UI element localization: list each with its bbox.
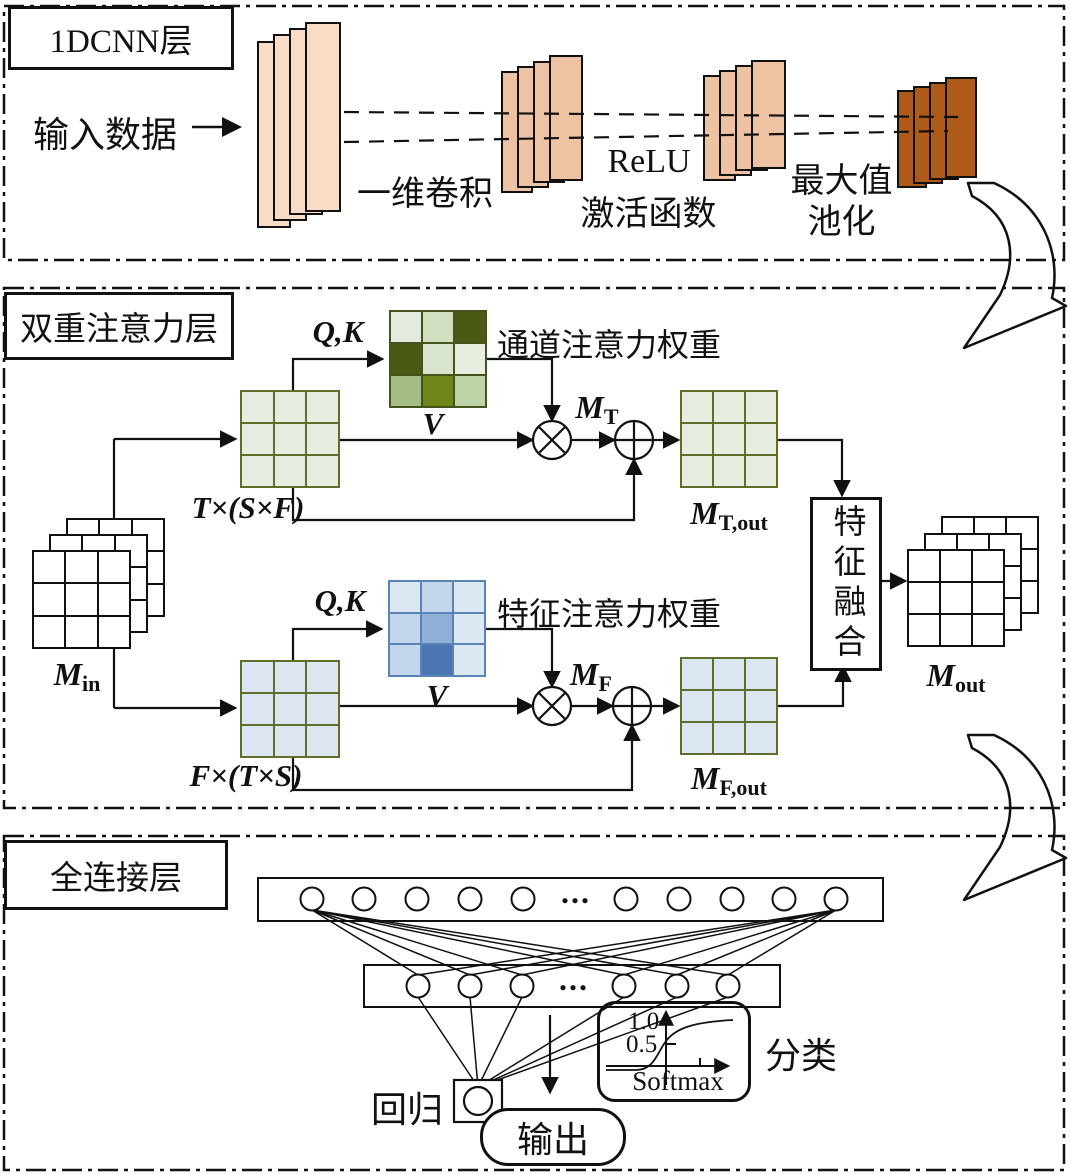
feature-fusion-label: 特征融合 xyxy=(828,504,864,664)
mf-label: MF xyxy=(560,656,622,697)
maxpool-label-line2: 池化 xyxy=(807,204,876,241)
output-label: 输出 xyxy=(516,1120,589,1160)
m-out-sub: out xyxy=(954,672,986,697)
feature-fusion-box: 特征融合 xyxy=(810,497,882,671)
qk-label-feature: Q,K xyxy=(314,583,366,618)
section-borders xyxy=(2,4,1066,1172)
fc-row2-ellipsis: ... xyxy=(559,961,589,997)
section-title-1dcnn-label: 1DCNN层 xyxy=(49,24,193,60)
feature-output-grid xyxy=(680,657,778,755)
mt-base: M xyxy=(575,389,604,425)
conv-stack-2 xyxy=(501,55,583,193)
mt-out-sub: T,out xyxy=(718,510,768,535)
conv-stack-3 xyxy=(703,60,786,181)
mf-base: M xyxy=(570,656,599,692)
maxpool-label-line1: 最大值 xyxy=(790,163,893,200)
receptive-field-dashed-lines xyxy=(343,110,959,144)
v-label-feature: V xyxy=(426,678,448,713)
softmax-name: Softmax xyxy=(632,1066,724,1096)
conv-label: 一维卷积 xyxy=(357,176,493,213)
mf-out-sub: F,out xyxy=(719,775,767,800)
output-node: 输出 xyxy=(480,1108,626,1166)
fc-neurons-row1 xyxy=(299,886,849,912)
temporal-input-grid xyxy=(240,390,340,488)
relu-label-line1: ReLU xyxy=(607,143,691,180)
section-title-1dcnn: 1DCNN层 xyxy=(8,6,234,70)
fc-connection-lines xyxy=(311,909,837,1088)
mt-sub: T xyxy=(603,404,619,429)
mf-out-base: M xyxy=(691,760,720,796)
temporal-output-grid xyxy=(680,390,778,488)
m-out-label: Mout xyxy=(908,657,1004,698)
add-operator-icon-temporal xyxy=(613,419,655,461)
section-title-fc: 全连接层 xyxy=(4,840,228,910)
softmax-tick-mid: 0.5 xyxy=(626,1031,658,1058)
m-in-base: M xyxy=(53,656,83,692)
temporal-attention-matrix xyxy=(389,310,487,408)
m-out-base: M xyxy=(926,657,955,693)
multiply-operator-icon-temporal xyxy=(531,419,573,461)
multiply-operator-icon-feature xyxy=(531,685,573,727)
mt-label: MT xyxy=(566,389,628,430)
mt-out-label: MT,out xyxy=(664,495,794,536)
mf-sub: F xyxy=(598,671,612,696)
section-title-attention-label: 双重注意力层 xyxy=(20,312,218,348)
qk-label-temporal: Q,K xyxy=(312,314,364,349)
relu-label-line2: 激活函数 xyxy=(580,196,717,233)
feature-attention-matrix xyxy=(388,580,486,677)
channel-attention-weight-label: 通道注意力权重 xyxy=(496,327,721,363)
v-label-temporal: V xyxy=(422,406,444,441)
feature-shape-label: F×(T×S) xyxy=(189,758,303,793)
add-operator-icon-feature xyxy=(611,685,653,727)
feature-input-grid xyxy=(240,660,340,758)
classification-label: 分类 xyxy=(764,1036,837,1076)
section-title-attention: 双重注意力层 xyxy=(4,292,234,360)
fc-neurons-row2 xyxy=(405,973,741,999)
regression-label: 回归 xyxy=(370,1090,443,1130)
softmax-tick-high: 1.0 xyxy=(628,1008,660,1035)
m-in-grid-front xyxy=(32,550,131,649)
curved-arrow-icon-1 xyxy=(962,181,1068,350)
curved-arrow-icon-2 xyxy=(962,733,1068,902)
mt-out-base: M xyxy=(690,495,719,531)
softmax-box xyxy=(597,1001,751,1102)
conv-stack-1 xyxy=(257,22,341,228)
temporal-shape-label: T×(S×F) xyxy=(191,490,305,525)
m-in-label: Min xyxy=(35,656,119,697)
attention-connectors xyxy=(112,350,908,792)
m-out-grid-front xyxy=(907,549,1005,647)
feature-attention-weight-label: 特征注意力权重 xyxy=(496,596,721,632)
m-in-sub: in xyxy=(82,671,101,696)
mf-out-label: MF,out xyxy=(660,760,798,801)
section-title-fc-label: 全连接层 xyxy=(50,861,182,897)
input-data-label: 输入数据 xyxy=(32,115,177,155)
fc-row1-ellipsis: ... xyxy=(561,874,591,910)
pool-stack xyxy=(897,77,977,188)
softmax-plot xyxy=(606,1009,734,1085)
